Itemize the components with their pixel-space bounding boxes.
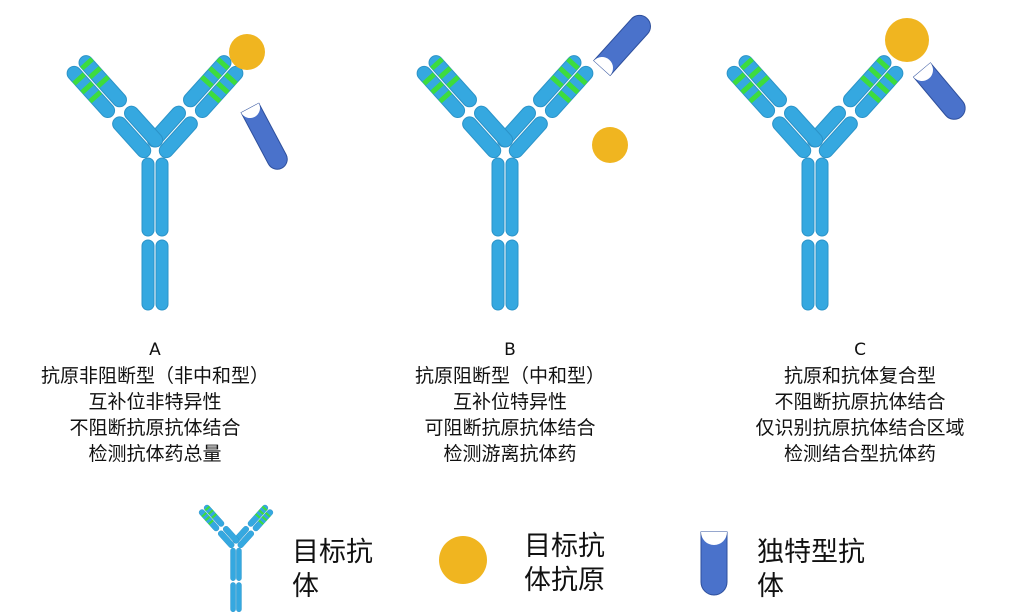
panel-a-graphic xyxy=(63,34,288,311)
panel-b-line-4: 检测游离抗体药 xyxy=(443,443,577,465)
panel-c-letter: C xyxy=(854,340,866,360)
panel-a-line-2: 互补位非特异性 xyxy=(88,391,222,413)
legend-antibody-icon xyxy=(197,503,275,612)
panel-a-line-3: 不阻断抗原抗体结合 xyxy=(69,417,241,439)
panel-a-anti-idiotype xyxy=(240,102,288,170)
panel-c-antigen xyxy=(885,18,929,62)
panel-b-antibody xyxy=(413,52,597,311)
panel-b-letter: B xyxy=(504,340,516,360)
panel-c-line-4: 检测结合型抗体药 xyxy=(783,443,936,465)
legend-anti-idiotype-icon xyxy=(700,531,728,596)
panel-c-line-1: 抗原和抗体复合型 xyxy=(783,365,936,387)
panel-a-line-1: 抗原非阻断型（非中和型） xyxy=(40,365,269,387)
panel-b-line-3: 可阻断抗原抗体结合 xyxy=(424,417,596,439)
panel-c-line-2: 不阻断抗原抗体结合 xyxy=(774,391,946,413)
panel-a-letter: A xyxy=(149,340,161,360)
panel-c-caption: C 抗原和抗体复合型 不阻断抗原抗体结合 仅识别抗原抗体结合区域 检测结合型抗体… xyxy=(725,337,995,467)
panel-a-line-4: 检测抗体药总量 xyxy=(88,443,222,465)
panel-b-line-2: 互补位特异性 xyxy=(452,391,567,413)
panel-b-caption: B 抗原阻断型（中和型） 互补位特异性 可阻断抗原抗体结合 检测游离抗体药 xyxy=(380,337,640,467)
legend-antigen-line-1: 目标抗 xyxy=(524,531,605,562)
legend-antigen-line-2: 体抗原 xyxy=(524,565,605,596)
legend-antibody-label: 目标抗 体 xyxy=(292,536,373,604)
legend-antibody-line-2: 体 xyxy=(292,571,319,602)
panel-c-graphic xyxy=(723,18,966,311)
legend-antigen-label: 目标抗 体抗原 xyxy=(524,530,605,598)
legend-antigen-icon xyxy=(439,536,487,584)
legend-anti-idiotype-line-2: 体 xyxy=(757,571,784,602)
panel-a-antibody xyxy=(63,52,247,311)
legend-anti-idiotype-line-1: 独特型抗 xyxy=(757,537,865,568)
panel-a-antigen xyxy=(229,34,265,70)
panel-c-antibody xyxy=(723,52,907,311)
panel-b-graphic xyxy=(413,14,651,311)
panel-c-anti-idiotype xyxy=(912,62,966,120)
panel-b-line-1: 抗原阻断型（中和型） xyxy=(414,365,605,387)
panel-b-antigen xyxy=(592,127,628,163)
panel-b-anti-idiotype xyxy=(593,14,651,77)
legend-anti-idiotype-label: 独特型抗 体 xyxy=(757,536,865,604)
panel-c-line-3: 仅识别抗原抗体结合区域 xyxy=(755,417,965,439)
panel-a-caption: A 抗原非阻断型（非中和型） 互补位非特异性 不阻断抗原抗体结合 检测抗体药总量 xyxy=(15,337,295,467)
legend-antibody-line-1: 目标抗 xyxy=(292,537,373,568)
